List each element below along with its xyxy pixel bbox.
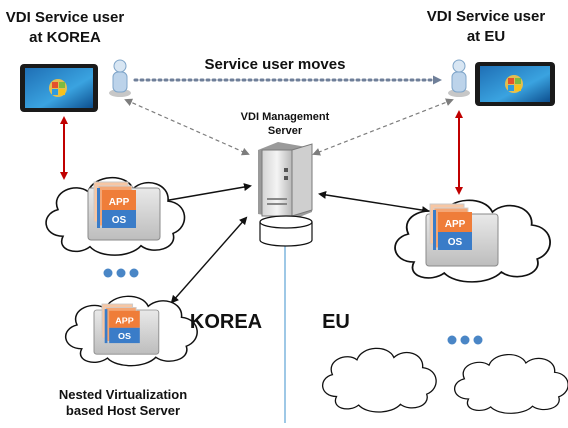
eu-user-title-line2: at EU: [466, 28, 506, 45]
mgmt-server-label-line1: VDI Management: [240, 111, 330, 123]
korea-user-icon: [109, 59, 131, 97]
region-korea-label: KOREA: [189, 311, 263, 333]
vm-os-label: OS: [112, 215, 127, 226]
vm-app-label: APP: [109, 197, 130, 208]
korea-mgmt-link-arrow: [124, 98, 250, 156]
vm-app-label: APP: [445, 219, 466, 230]
host-server-caption-line2: based Host Server: [65, 403, 181, 418]
region-eu-label: EU: [322, 311, 350, 333]
eu-mgmt-link-arrow: [312, 98, 454, 156]
eu-user-title-line1: VDI Service user: [426, 8, 546, 25]
mgmt-server-label-line2: Server: [267, 125, 303, 137]
eu-user-terminal-icon: [475, 62, 555, 106]
eu-user-icon: [448, 59, 470, 97]
korea-vm-stack-1: APP OS: [93, 181, 137, 229]
eu-more-hosts-dots: [447, 335, 483, 345]
korea-user-terminal-icon: [20, 64, 98, 112]
vm-os-label: OS: [118, 331, 131, 341]
database-icon: [259, 215, 313, 247]
server-korea-host2-arrow: [170, 216, 248, 304]
korea-more-hosts-dots: [103, 268, 139, 278]
eu-empty-cloud-1: [321, 347, 437, 413]
korea-user-title-line1: VDI Service user: [5, 9, 125, 26]
vm-os-label: OS: [448, 237, 463, 248]
server-eu-host-arrow: [318, 190, 430, 215]
eu-vm-stack: APP OS: [429, 203, 473, 251]
vm-app-label: APP: [115, 316, 134, 326]
eu-empty-cloud-2: [453, 353, 568, 414]
korea-vm-stack-2: APP OS: [101, 303, 141, 344]
host-server-caption-line1: Nested Virtualization: [58, 387, 188, 402]
user-moves-label: Service user moves: [204, 56, 346, 73]
korea-user-title-line2: at KOREA: [29, 29, 101, 46]
management-server-icon: [258, 142, 313, 220]
